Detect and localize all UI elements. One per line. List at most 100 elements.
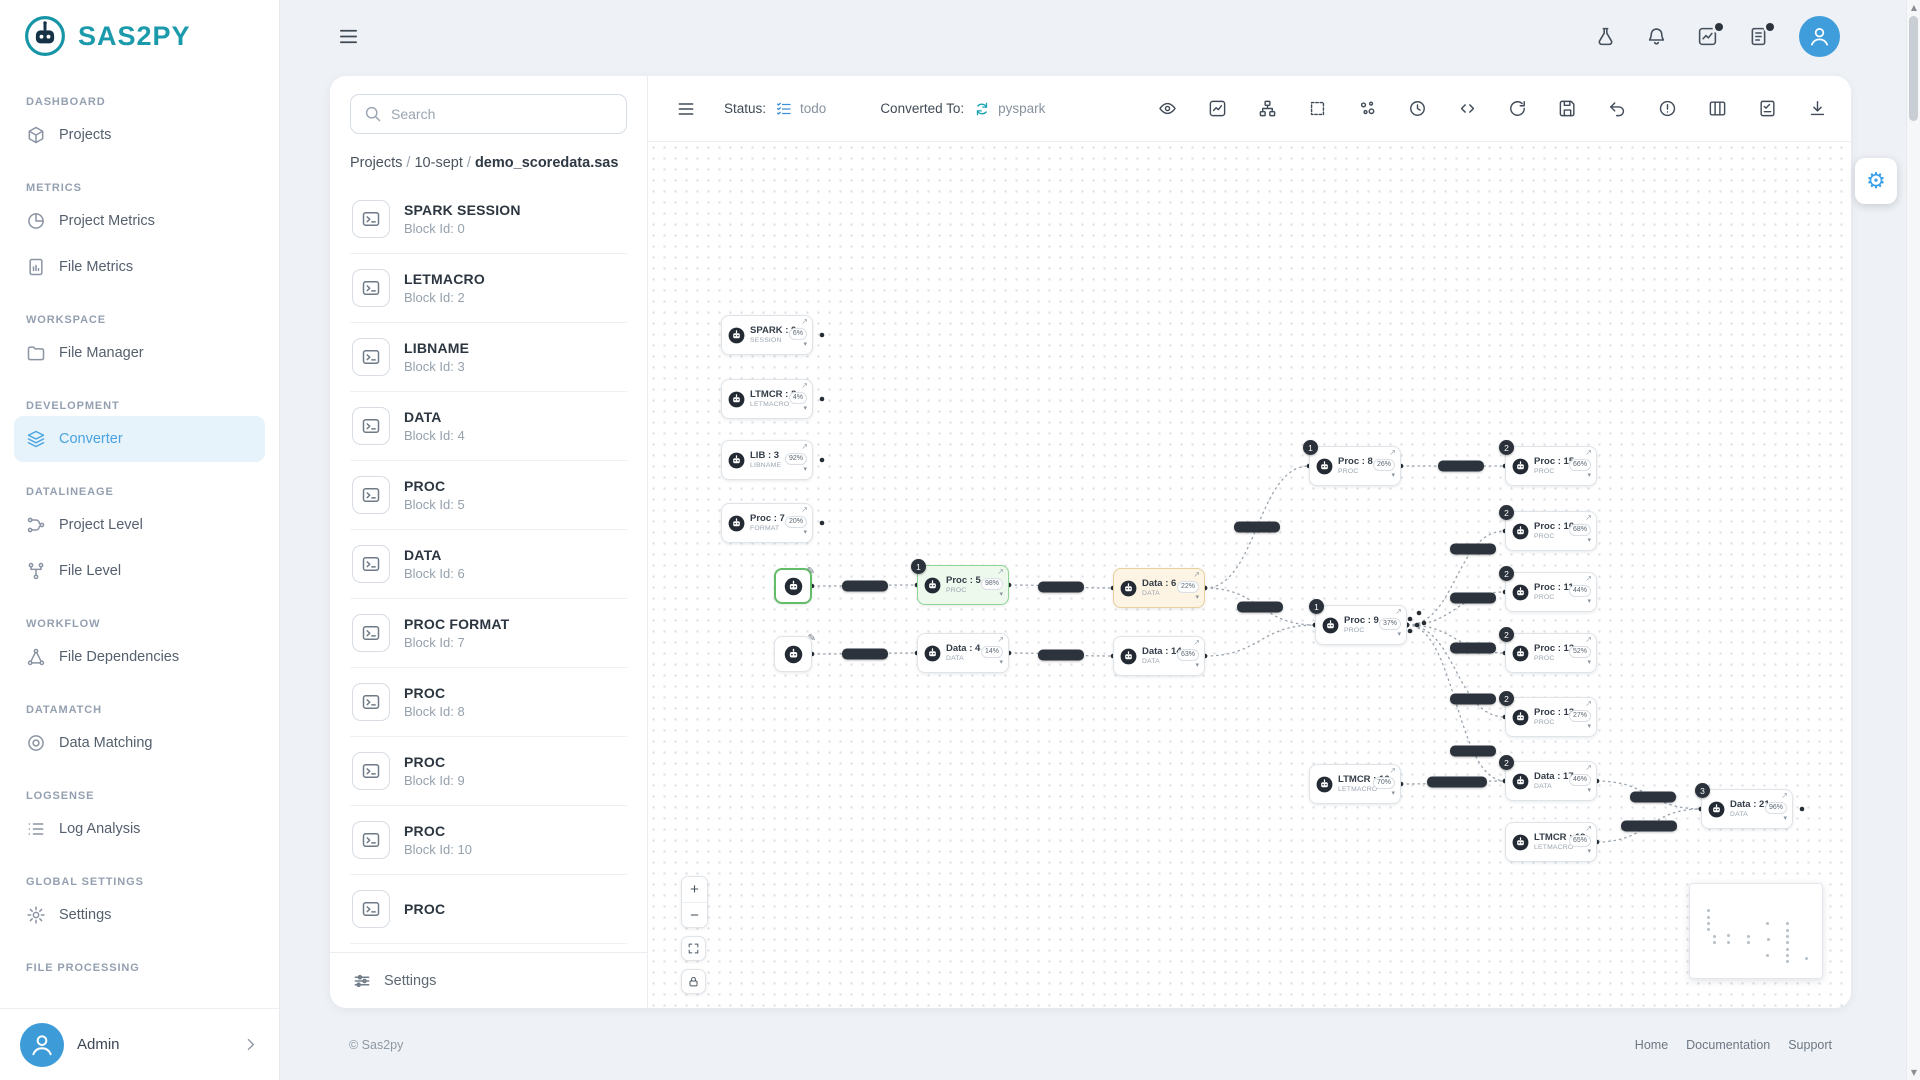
trend-icon[interactable] [1697,26,1718,47]
expand-node-icon[interactable]: ↗ [1193,638,1200,647]
minimap[interactable] [1689,883,1823,979]
refresh-icon[interactable] [1508,99,1527,118]
flow-node-proc13[interactable]: 2↗Proc : 13PROC27%▾ [1505,697,1597,737]
block-item[interactable]: DATABlock Id: 4 [350,392,627,461]
sidebar-item-file-manager[interactable]: File Manager [14,330,265,376]
report-icon[interactable] [1748,26,1769,47]
expand-node-icon[interactable]: ↗ [801,442,808,451]
expand-node-icon[interactable]: ↗ [1585,824,1592,833]
chevron-down-icon[interactable]: ▾ [1587,723,1591,730]
sidebar-item-log-analysis[interactable]: Log Analysis [14,806,265,852]
columns-icon[interactable] [1708,99,1727,118]
search-box[interactable] [350,94,627,134]
panel-settings-button[interactable]: Settings [330,952,647,1008]
expand-node-icon[interactable]: ↗ [1585,763,1592,772]
footer-link-home[interactable]: Home [1635,1038,1668,1052]
flow-node-proc7[interactable]: ↗Proc : 7FORMAT20%▾ [721,503,813,543]
chevron-down-icon[interactable]: ▾ [803,341,807,348]
scroll-up-arrow[interactable]: ▲ [1907,3,1920,12]
flow-icon[interactable] [1258,99,1277,118]
bell-icon[interactable] [1646,26,1667,47]
chevron-down-icon[interactable]: ▾ [1783,815,1787,822]
block-item[interactable]: PROCBlock Id: 8 [350,668,627,737]
scatter-icon[interactable] [1358,99,1377,118]
flow-node-miniA[interactable]: ✎ [774,568,812,604]
expand-node-icon[interactable]: ↗ [1585,635,1592,644]
flow-node-lib3[interactable]: ↗LIB : 3LIBNAME92%▾ [721,440,813,480]
download-icon[interactable] [1808,99,1827,118]
chevron-down-icon[interactable]: ▾ [1195,594,1199,601]
flow-node-proc9[interactable]: 1↗Proc : 9PROC37%▾ [1315,605,1407,645]
sidebar-item-file-dependencies[interactable]: File Dependencies [14,634,265,680]
flow-node-data4[interactable]: ↗Data : 4DATA14%▾ [917,633,1009,673]
flow-node-proc10[interactable]: 2↗Proc : 10PROC68%▾ [1505,511,1597,551]
flow-node-data6[interactable]: ↗Data : 6DATA22%▾ [1113,568,1205,608]
block-item[interactable]: PROCBlock Id: 9 [350,737,627,806]
flow-node-data17[interactable]: 2↗Data : 17DATA46%▾ [1505,761,1597,801]
flow-node-proc11[interactable]: 2↗Proc : 11PROC44%▾ [1505,572,1597,612]
sidebar-item-file-metrics[interactable]: File Metrics [14,244,265,290]
chevron-down-icon[interactable]: ▾ [1587,472,1591,479]
expand-node-icon[interactable]: ↗ [1781,791,1788,800]
sidebar-item-project-level[interactable]: Project Level [14,502,265,548]
status-list-icon[interactable] [775,100,793,118]
flow-node-data14[interactable]: ↗Data : 14DATA63%▾ [1113,636,1205,676]
chevron-down-icon[interactable]: ▾ [803,529,807,536]
chevron-down-icon[interactable]: ▾ [1391,790,1395,797]
edit-icon[interactable]: ✎ [808,633,816,644]
block-item[interactable]: LIBNAMEBlock Id: 3 [350,323,627,392]
edit-icon[interactable]: ✎ [807,566,815,577]
flow-node-spark0[interactable]: ↗SPARK : 0SESSION6%▾ [721,315,813,355]
block-item[interactable]: SPARK SESSIONBlock Id: 0 [350,185,627,254]
flow-node-ltmcr16[interactable]: ↗LTMCR : 16LETMACRO70%▾ [1309,764,1401,804]
expand-node-icon[interactable]: ↗ [1585,699,1592,708]
flow-node-proc15[interactable]: 2↗Proc : 15PROC66%▾ [1505,446,1597,486]
chevron-down-icon[interactable]: ▾ [1391,472,1395,479]
zoom-in-button[interactable]: + [682,877,707,902]
flow-canvas[interactable]: ↗SPARK : 0SESSION6%▾↗LTMCR : 2LETMACRO4%… [648,142,1851,1008]
expand-node-icon[interactable]: ↗ [997,567,1004,576]
chevron-down-icon[interactable]: ▾ [1587,659,1591,666]
scrollbar-thumb[interactable] [1909,16,1918,121]
expand-node-icon[interactable]: ↗ [1193,570,1200,579]
expand-node-icon[interactable]: ↗ [801,317,808,326]
flow-node-ltmcr19[interactable]: ↗LTMCR : 19LETMACRO65%▾ [1505,822,1597,862]
app-logo[interactable]: SAS2PY [0,0,279,72]
expand-node-icon[interactable]: ↗ [1585,574,1592,583]
save-icon[interactable] [1558,99,1577,118]
expand-node-icon[interactable]: ↗ [1389,766,1396,775]
expand-node-icon[interactable]: ↗ [1389,448,1396,457]
block-item[interactable]: PROCBlock Id: 5 [350,461,627,530]
chevron-down-icon[interactable]: ▾ [1397,631,1401,638]
zoom-out-button[interactable]: − [682,902,707,927]
crop-icon[interactable] [1308,99,1327,118]
chevron-down-icon[interactable]: ▾ [1587,787,1591,794]
sidebar-item-project-metrics[interactable]: Project Metrics [14,198,265,244]
history-icon[interactable] [1408,99,1427,118]
chevron-down-icon[interactable]: ▾ [803,405,807,412]
sidebar-item-data-matching[interactable]: Data Matching [14,720,265,766]
expand-node-icon[interactable]: ↗ [801,505,808,514]
converted-to-value[interactable]: pyspark [998,101,1045,116]
block-item[interactable]: PROC [350,875,627,944]
search-input[interactable] [350,94,627,134]
block-item[interactable]: LETMACROBlock Id: 2 [350,254,627,323]
breadcrumb-item[interactable]: Projects [350,155,402,171]
flow-node-proc8[interactable]: 1↗Proc : 8PROC26%▾ [1309,446,1401,486]
chevron-down-icon[interactable]: ▾ [1587,537,1591,544]
chevron-down-icon[interactable]: ▾ [1587,598,1591,605]
lock-button[interactable] [681,969,706,994]
flow-node-miniB[interactable]: ✎ [774,636,812,672]
flow-node-proc5[interactable]: 1↗Proc : 5PROC98%▾ [917,565,1009,605]
chevron-down-icon[interactable]: ▾ [999,659,1003,666]
status-value[interactable]: todo [800,101,826,116]
chevron-down-icon[interactable]: ▾ [1195,662,1199,669]
trend-icon[interactable] [1208,99,1227,118]
expand-node-icon[interactable]: ↗ [1585,448,1592,457]
sidebar-item-settings[interactable]: Settings [14,892,265,938]
user-row[interactable]: Admin [0,1008,279,1080]
footer-link-documentation[interactable]: Documentation [1686,1038,1770,1052]
canvas-settings-button[interactable]: ⚙ [1855,158,1897,204]
breadcrumb-item[interactable]: 10-sept [414,155,462,171]
expand-node-icon[interactable]: ↗ [1585,513,1592,522]
